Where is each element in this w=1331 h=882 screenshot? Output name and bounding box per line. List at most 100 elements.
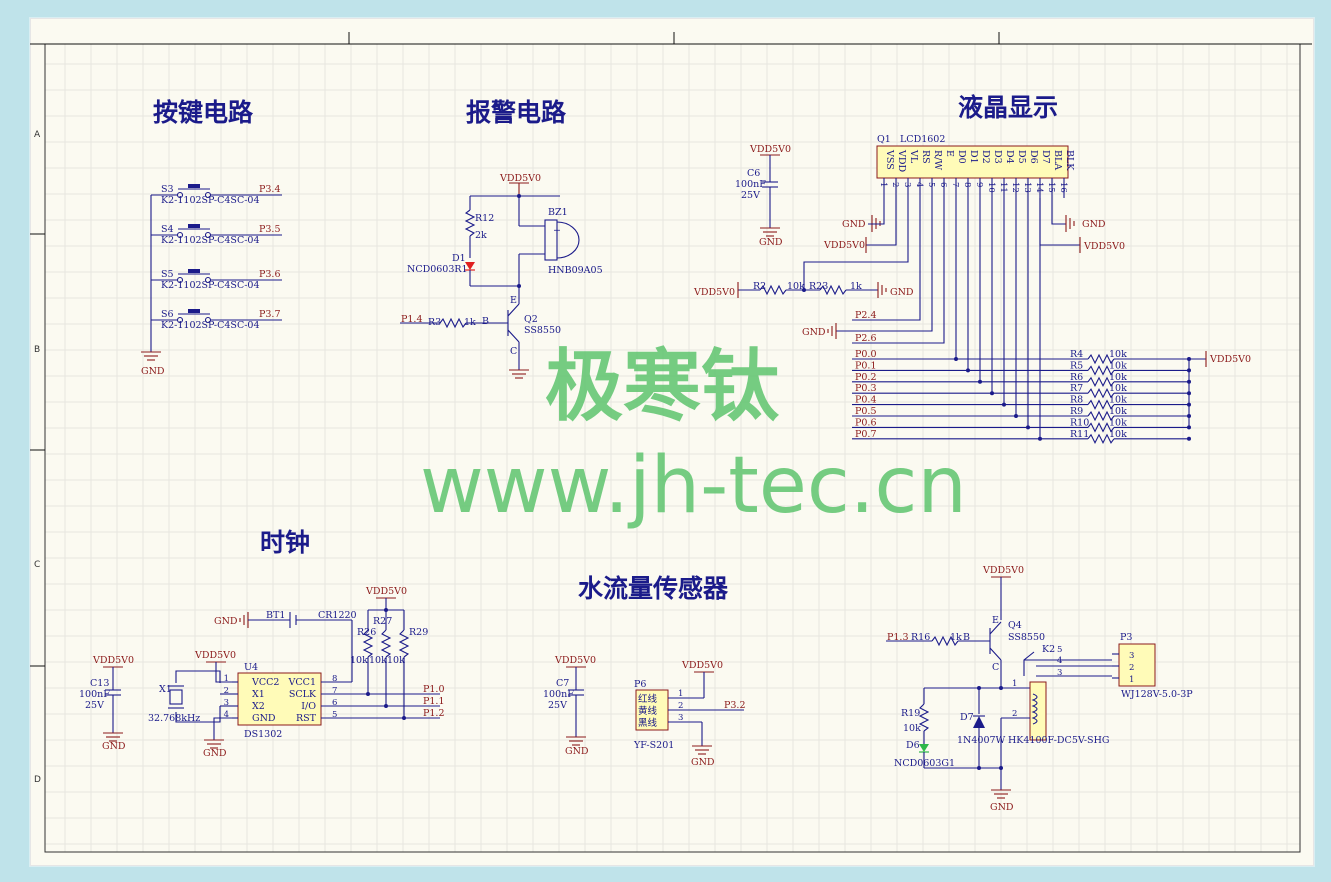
svg-text:2: 2 (1129, 663, 1134, 673)
svg-text:E: E (992, 615, 999, 626)
svg-text:R16: R16 (911, 632, 930, 643)
lcd-pin-label: D6 (1028, 150, 1039, 164)
pullup-ref: R9 (1070, 406, 1083, 417)
svg-text:1: 1 (1012, 679, 1017, 689)
svg-text:VDD5V0: VDD5V0 (681, 660, 723, 671)
key-net: P3.4 (259, 184, 281, 195)
capacitor-c6: VDD5V0 C6 100nF 25V GND (735, 144, 791, 248)
svg-text:VDD5V0: VDD5V0 (1083, 241, 1125, 252)
zone-label-b: B (34, 345, 40, 355)
key-s5: S5 K2-1102SP-C4SC-04 P3.6 (151, 269, 282, 291)
svg-text:GND: GND (1082, 219, 1106, 230)
lcd-data-net: P0.0 (855, 349, 877, 360)
lcd-pin-label: D5 (1016, 150, 1027, 164)
svg-text:BT1: BT1 (266, 610, 285, 621)
svg-text:1: 1 (1129, 675, 1134, 685)
pullup-ref: R5 (1070, 360, 1083, 371)
svg-text:GND: GND (203, 748, 227, 759)
svg-text:GND: GND (141, 366, 165, 377)
svg-text:X1: X1 (159, 684, 172, 695)
key-circuit: 按键电路 S3 K2-1102SP-C4SC-04 P3.4 S4 K2-110… (141, 98, 282, 377)
svg-text:5: 5 (1057, 645, 1062, 655)
zone-label-d: D (34, 775, 41, 785)
pullup-value: 10k (1109, 417, 1127, 428)
svg-text:10k: 10k (387, 655, 405, 666)
zone-label-a: A (34, 130, 41, 140)
pullup-ref: R6 (1070, 372, 1083, 383)
bz1-ref: BZ1 (548, 207, 568, 218)
pullup-ref: R10 (1070, 417, 1089, 428)
title-clock: 时钟 (260, 528, 310, 557)
ic-pin-label: VCC1 (288, 677, 316, 688)
lcd-pin-number: 10 (986, 182, 996, 193)
key-ref: S5 (161, 269, 174, 280)
key-part: K2-1102SP-C4SC-04 (161, 195, 260, 206)
key-part: K2-1102SP-C4SC-04 (161, 320, 260, 331)
svg-text:R2: R2 (753, 281, 766, 292)
pullup-ref: R11 (1070, 429, 1089, 440)
svg-text:P2.4: P2.4 (855, 310, 877, 321)
lcd-pin-number: 8 (962, 182, 972, 187)
svg-text:R27: R27 (373, 616, 392, 627)
ic-pin-label: SCLK (289, 689, 317, 700)
flow-connector-p6 (635, 689, 669, 731)
clock-circuit: 时钟 VDD5V0 C13 100nF 25V GND X1 32.768kHz… (79, 528, 445, 759)
gnd-symbol (509, 369, 529, 379)
q2-part: SS8550 (524, 325, 561, 336)
svg-text:VDD5V0: VDD5V0 (499, 173, 541, 184)
svg-text:NCD0603G1: NCD0603G1 (894, 758, 955, 769)
ic-pin-label: I/O (301, 701, 316, 712)
svg-text:R19: R19 (901, 708, 920, 719)
svg-text:Q4: Q4 (1008, 620, 1022, 631)
svg-text:10k: 10k (369, 655, 387, 666)
svg-text:GND: GND (214, 616, 238, 627)
lcd-pin-label: R/W (932, 150, 943, 170)
svg-text:3: 3 (678, 713, 683, 723)
lcd-pin-label: BLA (1052, 150, 1063, 170)
lcd-pin-label: VSS (884, 149, 895, 170)
key-net: P3.5 (259, 224, 281, 235)
lcd-pin-number: 1 (878, 182, 888, 187)
svg-text:P1.1: P1.1 (423, 696, 445, 707)
svg-text:VDD5V0: VDD5V0 (194, 650, 236, 661)
pullup-r26: R26 10k (350, 610, 376, 694)
r12-value: 2k (475, 230, 487, 241)
lcd-data-net: P0.3 (855, 383, 877, 394)
svg-text:10k: 10k (787, 281, 805, 292)
svg-text:+: + (553, 225, 561, 236)
lcd-pin-number: 6 (938, 182, 948, 187)
svg-text:红线: 红线 (638, 693, 658, 705)
ic-pin-number: 2 (224, 686, 229, 696)
lcd-pin-label: E (944, 150, 955, 157)
svg-text:VDD5V0: VDD5V0 (749, 144, 791, 155)
pullup-value: 10k (1109, 383, 1127, 394)
bz1-part: HNB09A05 (548, 265, 603, 276)
pullup-r27: R27 10k (369, 610, 392, 706)
svg-text:YF-S201: YF-S201 (633, 740, 674, 751)
lcd-pin-label: BLK (1064, 150, 1075, 171)
svg-text:P1.3: P1.3 (887, 632, 909, 643)
svg-text:R29: R29 (409, 627, 428, 638)
lcd-pin-label: D4 (1004, 150, 1015, 164)
lcd-data-net: P0.1 (855, 360, 877, 371)
ic-pin-number: 3 (224, 698, 229, 708)
svg-text:R23: R23 (809, 281, 828, 292)
ic-pin-number: 4 (224, 710, 229, 720)
lcd-part: LCD1602 (900, 134, 945, 145)
svg-text:VDD5V0: VDD5V0 (92, 655, 134, 666)
svg-text:P1.0: P1.0 (423, 684, 445, 695)
watermark-line1: 极寒钛 (545, 342, 780, 432)
svg-text:1k: 1k (950, 632, 962, 643)
r3-value: 1k (464, 317, 476, 328)
ic-pin-number: 8 (332, 674, 337, 684)
pullup-ref: R4 (1070, 349, 1083, 360)
ic-pin-number: 1 (224, 674, 229, 684)
pullup-value: 10k (1109, 372, 1127, 383)
lcd-data-net: P0.2 (855, 372, 877, 383)
ic-pin-number: 5 (332, 710, 337, 720)
pullup-value: 10k (1109, 360, 1127, 371)
pullup-value: 10k (1109, 395, 1127, 406)
svg-text:GND: GND (759, 237, 783, 248)
ic-pin-number: 6 (332, 698, 337, 708)
key-s3: S3 K2-1102SP-C4SC-04 P3.4 (151, 184, 282, 206)
